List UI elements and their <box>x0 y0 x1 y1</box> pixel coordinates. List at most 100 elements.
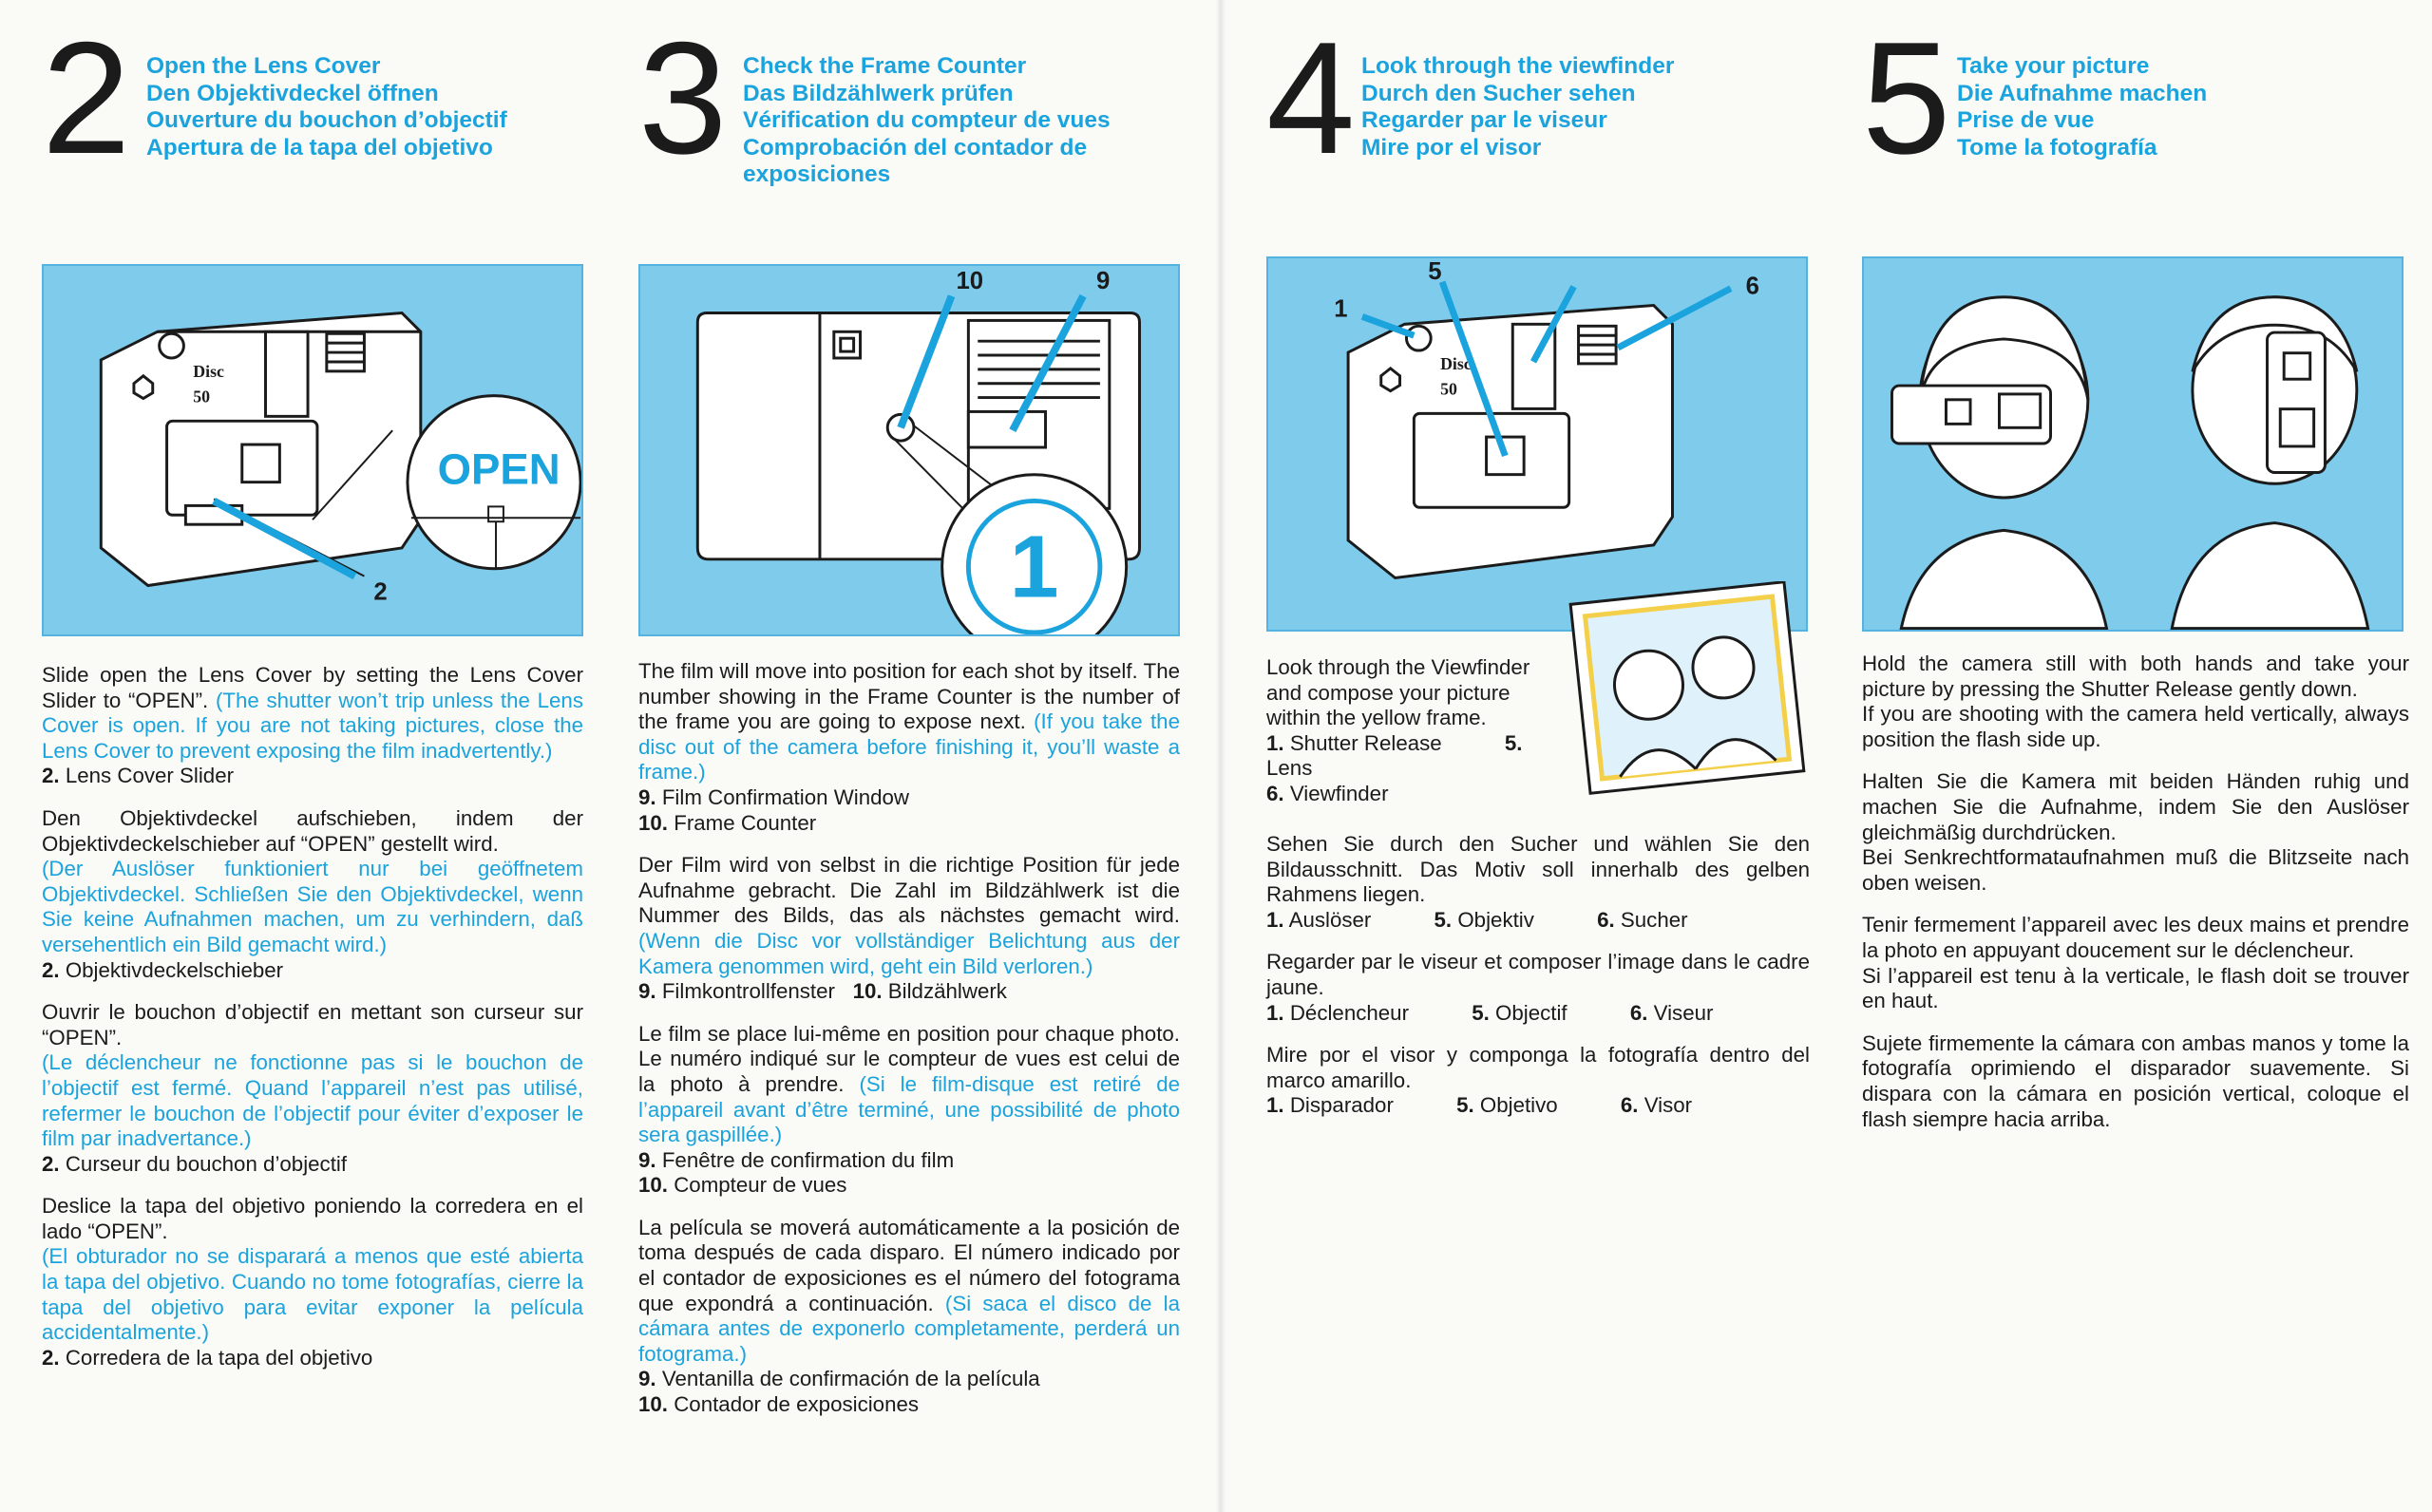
es-body: Deslice la tapa del objetivo poniendo la… <box>42 1194 583 1243</box>
step-titles: Take your picture Die Aufnahme machen Pr… <box>1957 53 2404 161</box>
title-fr: Ouverture du bouchon d’objectif <box>146 107 507 133</box>
title-en: Check the Frame Counter <box>743 53 1027 79</box>
title-de: Den Objektivdeckel öffnen <box>146 80 439 106</box>
fr-body: Regarder par le viseur et composer l’ima… <box>1266 950 1810 999</box>
step-4-illustration: Disc 50 1 5 6 <box>1266 256 1808 632</box>
zoom-callout <box>406 394 581 571</box>
title-en: Take your picture <box>1957 53 2150 79</box>
camera-brand: Disc <box>1440 354 1472 373</box>
callout-label-2: 2 <box>373 578 387 605</box>
de-note: (Der Auslöser funktioniert nur bei geöff… <box>42 857 583 956</box>
en-body: Look through the Viewfinder and compose … <box>1266 655 1530 730</box>
fr-note: (Si le film-disque est retiré de l’appar… <box>638 1071 1180 1147</box>
de-body-2: Bei Senkrechtformataufnahmen muß die Bli… <box>1862 845 2409 895</box>
es-legend: 2. Corredera de la tapa del objetivo <box>42 1345 373 1370</box>
de-legend: 1. Auslöser 5. Objektiv 6. Sucher <box>1266 907 1688 932</box>
camera-brand: Disc <box>193 362 224 381</box>
de-body: Den Objektivdeckel aufschieben, indem de… <box>42 805 583 856</box>
viewfinder-frame-illustration <box>1568 581 1806 795</box>
people-taking-pictures-illustration <box>1890 295 2370 630</box>
de-note: (Wenn die Disc vor vollständiger Belicht… <box>638 928 1180 978</box>
callout-label-6: 6 <box>1746 274 1759 300</box>
step-2-section: 2 Open the Lens Cover Den Objektivdeckel… <box>42 0 583 1512</box>
fr-note: (Le déclencheur ne fonctionne pas si le … <box>42 1050 583 1151</box>
en-legend-10: 10. Frame Counter <box>638 810 817 835</box>
step-4-en-text: Look through the Viewfinder and compose … <box>1266 655 1561 807</box>
fr-legend-10: 10. Compteur de vues <box>638 1173 847 1198</box>
step-4-header: 4 Look through the viewfinder Durch den … <box>1266 9 1810 188</box>
callout-label-10: 10 <box>956 268 983 294</box>
step-2-header: 2 Open the Lens Cover Den Objektivdeckel… <box>42 9 583 188</box>
step-number: 4 <box>1266 9 1355 187</box>
fr-body: Le film se place lui-même en position po… <box>638 1021 1180 1147</box>
step-3-illustration: 10 9 1 <box>638 264 1180 636</box>
es-note: (El obturador no se disparará a menos qu… <box>42 1244 583 1345</box>
title-es: Comprobación del contador de exposicione… <box>743 134 1088 188</box>
page-fold <box>1216 0 1226 1512</box>
step-number: 2 <box>42 9 130 187</box>
en-note: (The shutter won’t trip unless the Lens … <box>42 688 583 763</box>
callout-label-9: 9 <box>1096 268 1110 294</box>
step-3-header: 3 Check the Frame Counter Das Bildzählwe… <box>638 9 1180 188</box>
es-body: Mire por el visor y componga la fotograf… <box>1266 1043 1810 1092</box>
es-note: (Si saca el disco de la cámara antes de … <box>638 1291 1180 1366</box>
fr-body: Tenir fermement l’appareil avec les deux… <box>1862 913 2409 962</box>
title-es: Apertura de la tapa del objetivo <box>146 134 493 161</box>
en-body: Slide open the Lens Cover by setting the… <box>42 663 583 763</box>
title-de: Die Aufnahme machen <box>1957 80 2208 106</box>
es-body: La película se moverá automáticamente a … <box>638 1215 1180 1366</box>
step-number: 3 <box>638 9 727 187</box>
step-5-section: 5 Take your picture Die Aufnahme machen … <box>1862 0 2409 1512</box>
open-label: OPEN <box>438 445 560 494</box>
step-3-text: The film will move into position for eac… <box>638 659 1180 1418</box>
fr-body-2: Si l’appareil est tenu à la verticale, l… <box>1862 963 2409 1013</box>
camera-model: 50 <box>1440 380 1457 399</box>
en-legend: 1. Shutter Release 5. Lens <box>1266 730 1523 781</box>
fr-legend-9: 9. Fenêtre de confirmation du film <box>638 1147 955 1172</box>
de-body: Der Film wird von selbst in die richtige… <box>638 853 1180 978</box>
fr-body: Ouvrir le bouchon d’objectif en mettant … <box>42 1000 583 1049</box>
camera-back-illustration: 10 9 1 <box>695 268 1141 634</box>
en-body: Hold the camera still with both hands an… <box>1862 652 2409 701</box>
step-2-illustration: Disc 50 OPEN 2 <box>42 264 583 636</box>
title-fr: Regarder par le viseur <box>1361 107 1607 133</box>
step-number: 5 <box>1862 9 1950 187</box>
es-legend: 1. Disparador 5. Objetivo 6. Visor <box>1266 1093 1693 1118</box>
step-2-text: Slide open the Lens Cover by setting the… <box>42 663 583 1370</box>
de-legend: 2. Objektivdeckelschieber <box>42 957 284 982</box>
callout-label-1: 1 <box>1334 295 1347 322</box>
step-4-text: Sehen Sie durch den Sucher und wählen Si… <box>1266 832 1810 1119</box>
callout-label-5: 5 <box>1428 258 1441 285</box>
es-legend-9: 9. Ventanilla de confirmación de la pelí… <box>638 1367 1040 1391</box>
title-fr: Vérification du compteur de vues <box>743 107 1111 133</box>
step-titles: Look through the viewfinder Durch den Su… <box>1361 53 1808 161</box>
title-es: Tome la fotografía <box>1957 134 2157 161</box>
en-body: The film will move into position for eac… <box>638 659 1180 784</box>
step-3-section: 3 Check the Frame Counter Das Bildzählwe… <box>638 0 1180 1512</box>
en-note: (If you take the disc out of the camera … <box>638 709 1180 784</box>
de-body: Halten Sie die Kamera mit beiden Händen … <box>1862 769 2409 844</box>
camera-model: 50 <box>193 387 210 406</box>
step-titles: Open the Lens Cover Den Objektivdeckel ö… <box>146 53 593 161</box>
de-legend: 9. Filmkontrollfenster 10. Bildzählwerk <box>638 979 1007 1004</box>
en-legend-6: 6. Viewfinder <box>1266 781 1389 805</box>
es-body: Sujete firmemente la cámara con ambas ma… <box>1862 1030 2409 1131</box>
title-en: Open the Lens Cover <box>146 53 381 79</box>
camera-front-illustration: Disc 50 1 5 6 <box>1334 258 1759 580</box>
step-4-section: 4 Look through the viewfinder Durch den … <box>1266 0 1810 1512</box>
title-en: Look through the viewfinder <box>1361 53 1675 79</box>
title-de: Durch den Sucher sehen <box>1361 80 1636 106</box>
en-legend-9: 9. Film Confirmation Window <box>638 784 910 809</box>
title-fr: Prise de vue <box>1957 107 2095 133</box>
camera-open-illustration: Disc 50 OPEN 2 <box>99 311 581 605</box>
step-5-illustration <box>1862 256 2404 632</box>
title-es: Mire por el visor <box>1361 134 1542 161</box>
step-5-text: Hold the camera still with both hands an… <box>1862 652 2409 1132</box>
title-de: Das Bildzählwerk prüfen <box>743 80 1014 106</box>
en-body-2: If you are shooting with the camera held… <box>1862 702 2409 751</box>
frame-counter-number: 1 <box>1010 517 1059 615</box>
step-titles: Check the Frame Counter Das Bildzählwerk… <box>743 53 1189 189</box>
step-5-header: 5 Take your picture Die Aufnahme machen … <box>1862 9 2409 188</box>
fr-legend: 1. Déclencheur 5. Objectif 6. Viseur <box>1266 1000 1714 1025</box>
es-legend-10: 10. Contador de exposiciones <box>638 1392 920 1417</box>
